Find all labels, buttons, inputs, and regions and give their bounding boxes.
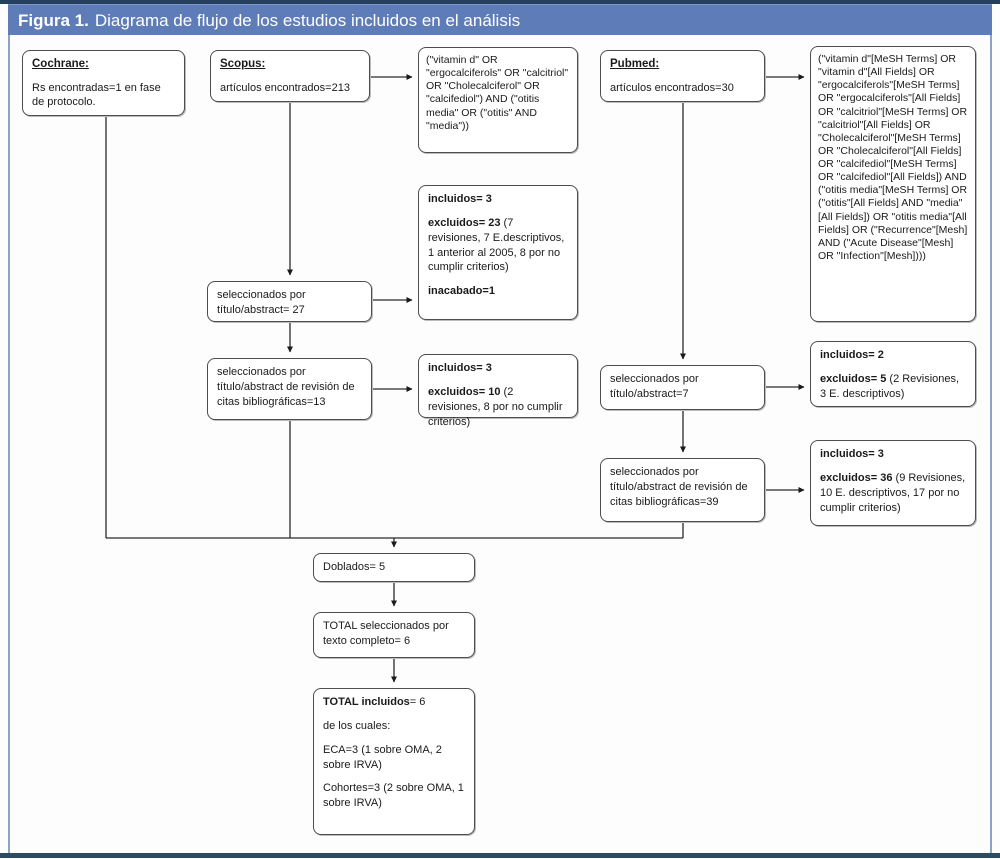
scopus-count: artículos encontrados=213 bbox=[220, 81, 350, 94]
included-count: incluidos= 3 bbox=[820, 448, 884, 460]
excluded-detail: excluidos= 5 (2 Revisiones, 3 E. descrip… bbox=[820, 372, 960, 400]
scopus-selected-1-box: seleccionados por título/abstract= 27 bbox=[207, 281, 372, 322]
frame-top-border bbox=[0, 0, 1000, 4]
pubmed-search-terms-box: ("vitamin d"[MeSH Terms] OR "vitamin d"[… bbox=[810, 46, 976, 322]
scopus-search-terms: ("vitamin d" OR "ergocalciferols" OR "ca… bbox=[426, 54, 569, 132]
total-included-cohorts: Cohortes=3 (2 sobre OMA, 1 sobre IRVA) bbox=[323, 782, 464, 810]
pubmed-selected-1-text: seleccionados por título/abstract=7 bbox=[610, 373, 699, 400]
cochrane-source-box: Cochrane: Rs encontradas=1 en fase de pr… bbox=[22, 50, 185, 116]
scopus-source-box: Scopus: artículos encontrados=213 bbox=[210, 50, 370, 102]
included-count: incluidos= 3 bbox=[428, 362, 492, 374]
figure-title-bar: Figura 1. Diagrama de flujo de los estudi… bbox=[8, 4, 992, 35]
pubmed-source-box: Pubmed: artículos encontrados=30 bbox=[600, 50, 765, 102]
cochrane-header: Cochrane: bbox=[32, 58, 89, 70]
pubmed-count: artículos encontrados=30 bbox=[610, 81, 734, 94]
total-selected-box: TOTAL seleccionados por texto completo= … bbox=[313, 612, 475, 658]
scopus-result-2-box: incluidos= 3 excluidos= 10 (2 revisiones… bbox=[418, 354, 578, 428]
excluded-detail: excluidos= 36 (9 Revisiones, 10 E. descr… bbox=[820, 471, 966, 514]
scopus-selected-2-box: seleccionados por título/abstract de rev… bbox=[207, 358, 372, 420]
scopus-selected-2-text: seleccionados por título/abstract de rev… bbox=[217, 366, 355, 408]
pubmed-selected-1-box: seleccionados por título/abstract=7 bbox=[600, 365, 765, 410]
included-count: incluidos= 3 bbox=[428, 193, 492, 205]
pubmed-search-terms: ("vitamin d"[MeSH Terms] OR "vitamin d"[… bbox=[818, 53, 968, 262]
frame-bottom-border bbox=[0, 853, 1000, 858]
pubmed-result-2-box: incluidos= 3 excluidos= 36 (9 Revisiones… bbox=[810, 440, 976, 526]
pubmed-selected-2-box: seleccionados por título/abstract de rev… bbox=[600, 458, 765, 522]
scopus-selected-1-text: seleccionados por título/abstract= 27 bbox=[217, 289, 306, 316]
pubmed-selected-2-text: seleccionados por título/abstract de rev… bbox=[610, 466, 748, 508]
unfinished-count: inacabado=1 bbox=[428, 285, 495, 298]
frame-left-border bbox=[8, 35, 10, 853]
pubmed-result-1-box: incluidos= 2 excluidos= 5 (2 Revisiones,… bbox=[810, 341, 976, 407]
pubmed-header: Pubmed: bbox=[610, 58, 660, 70]
total-included-box: TOTAL incluidos= 6 de los cuales: ECA=3 … bbox=[313, 688, 475, 835]
total-included-count: TOTAL incluidos= 6 bbox=[323, 696, 426, 708]
total-included-intro: de los cuales: bbox=[323, 719, 391, 732]
scopus-search-terms-box: ("vitamin d" OR "ergocalciferols" OR "ca… bbox=[418, 47, 578, 153]
cochrane-count: Rs encontradas=1 en fase de protocolo. bbox=[32, 81, 161, 109]
total-included-eca: ECA=3 (1 sobre OMA, 2 sobre IRVA) bbox=[323, 743, 442, 771]
frame-right-border bbox=[990, 35, 992, 853]
figure-title: Diagrama de flujo de los estudios inclui… bbox=[94, 11, 521, 30]
duplicates-count: Doblados= 5 bbox=[323, 561, 386, 573]
included-count: incluidos= 2 bbox=[820, 349, 884, 361]
excluded-detail: excluidos= 23 (7 revisiones, 7 E.descrip… bbox=[428, 216, 565, 274]
total-selected-text: TOTAL seleccionados por texto completo= … bbox=[323, 620, 449, 647]
figure-label: Figura 1. bbox=[18, 11, 89, 30]
scopus-result-1-box: incluidos= 3 excluidos= 23 (7 revisiones… bbox=[418, 185, 578, 320]
excluded-detail: excluidos= 10 (2 revisiones, 8 por no cu… bbox=[428, 385, 563, 428]
scopus-header: Scopus: bbox=[220, 58, 266, 70]
duplicates-box: Doblados= 5 bbox=[313, 553, 475, 582]
